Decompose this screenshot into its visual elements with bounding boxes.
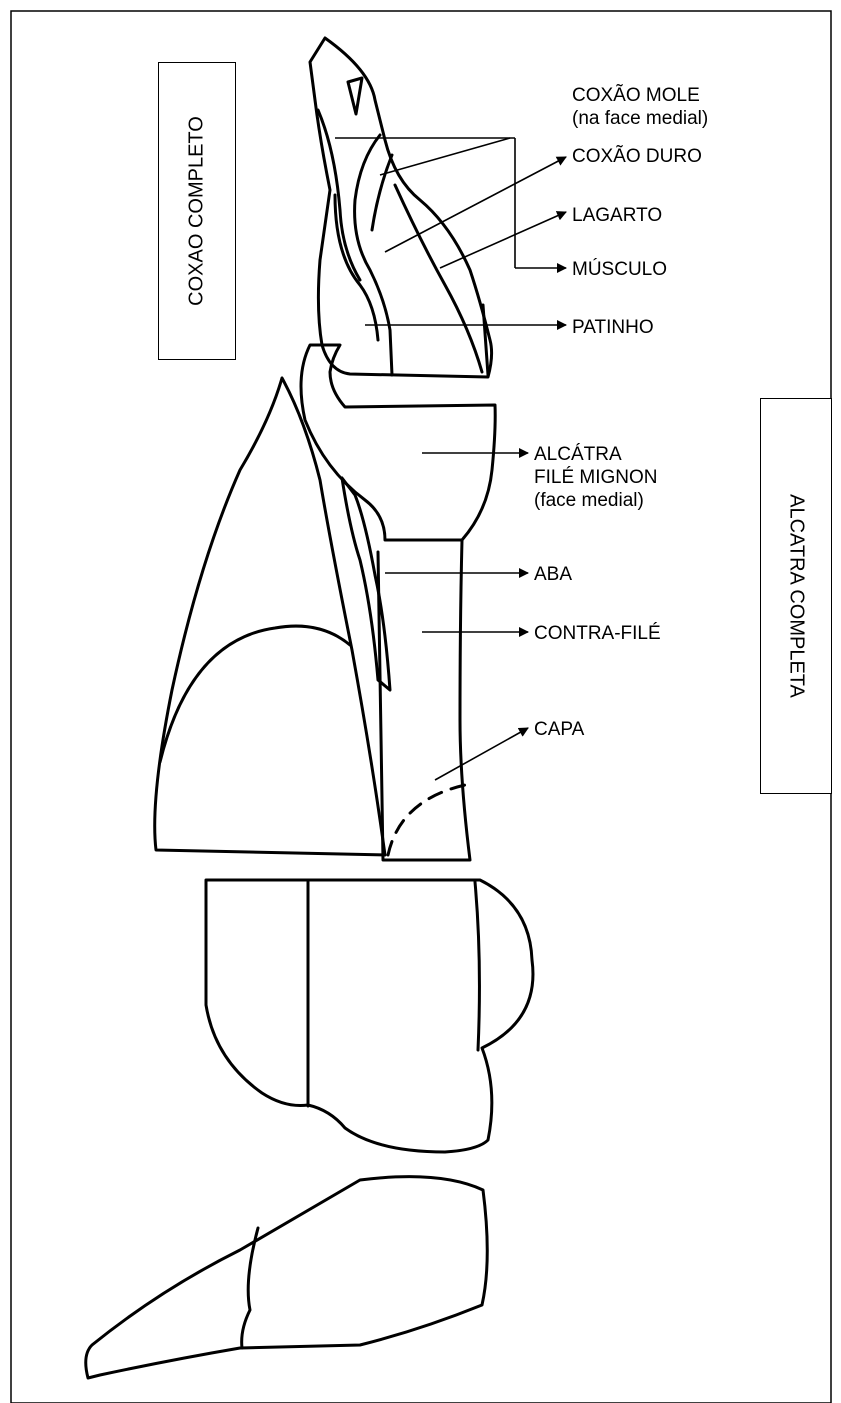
label-coxao-mole-line1: COXÃO MOLE [572,84,708,107]
aba-strip [342,478,390,690]
capa-dashed [388,785,465,855]
coxao-line-4 [395,185,482,372]
alcatra-shape [155,345,495,860]
bottom-cut-outline [86,1177,488,1378]
coxao-mole-pointer-b [380,138,510,175]
label-coxao-mole-line2: (na face medial) [572,107,708,130]
coxao-line-1 [318,110,360,280]
label-alcatra-line: ALCÁTRA [534,443,658,466]
capa-arrow [435,728,528,780]
page-border [11,11,831,1403]
lower-cut-outline [206,880,533,1152]
label-patinho: PATINHO [572,316,654,339]
lagarto-arrow [440,212,566,268]
label-musculo: MÚSCULO [572,258,667,281]
label-file-mignon-line2: (face medial) [534,489,658,512]
coxao-line-5 [483,305,488,375]
coxao-duro-arrow [385,157,566,252]
lower-cut-shape [206,880,533,1152]
shank-eye [348,78,362,114]
flank-divider [160,626,350,762]
bottom-cut-shape [86,1177,488,1378]
flank-outline [155,378,385,855]
coxao-completo-box: COXAO COMPLETO [158,62,236,360]
lower-cut-divider-2 [475,882,479,1050]
label-capa: CAPA [534,718,584,741]
contra-file-column [378,540,470,860]
coxao-line-3 [372,155,392,230]
coxao-shape [310,38,492,377]
alcatra-completa-box: ALCATRA COMPLETA [760,398,832,794]
label-contra-file: CONTRA-FILÉ [534,622,661,645]
label-coxao-duro: COXÃO DURO [572,145,702,168]
label-lagarto: LAGARTO [572,204,662,227]
alcatra-completa-label: ALCATRA COMPLETA [785,494,808,698]
label-aba: ABA [534,563,572,586]
label-file-mignon-line1: FILÉ MIGNON [534,466,658,489]
label-coxao-mole: COXÃO MOLE (na face medial) [572,84,708,130]
label-alcatra: ALCÁTRA FILÉ MIGNON (face medial) [534,443,658,512]
coxao-completo-label: COXAO COMPLETO [186,116,209,306]
